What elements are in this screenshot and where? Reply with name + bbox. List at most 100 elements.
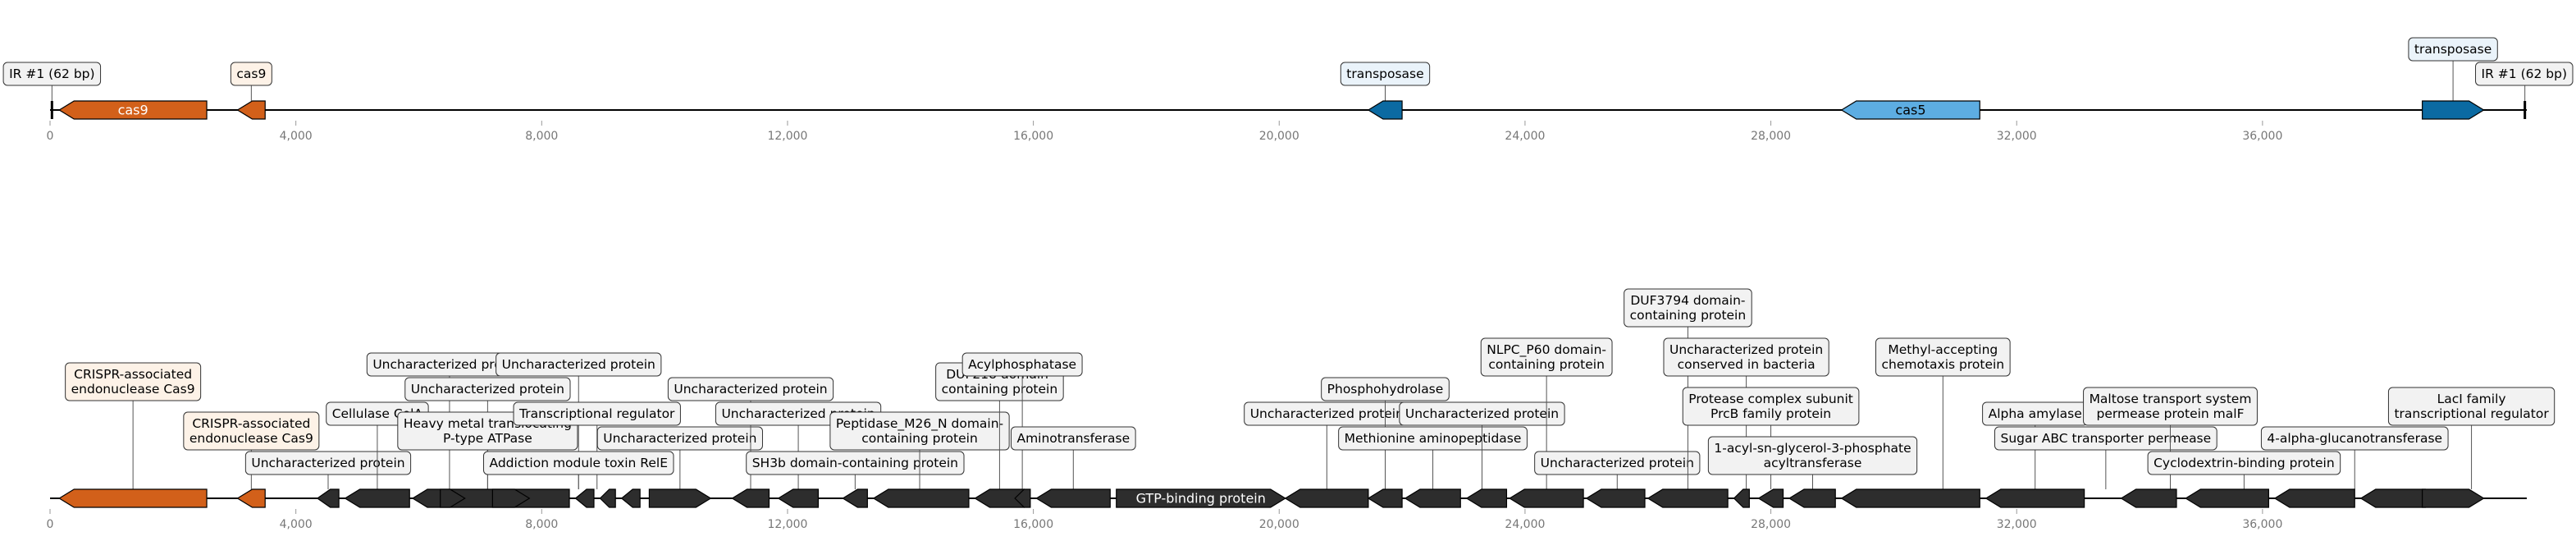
gene-arrow-other[interactable]: [731, 488, 770, 508]
feature-label-box: [230, 62, 272, 86]
gene-arrow-cas9[interactable]: [236, 488, 266, 508]
gene-arrow-other[interactable]: [2120, 488, 2177, 508]
feature-label-text: Transcriptional regulator: [518, 406, 675, 421]
axis-tick-label: 24,000: [1505, 130, 1545, 143]
feature-label-text: cas9: [236, 66, 266, 81]
feature-label-text: Uncharacterized protein: [1250, 406, 1404, 421]
feature-label-text: Uncharacterized protein: [674, 382, 827, 397]
gene-arrow-other[interactable]: [411, 488, 570, 508]
feature-label-text: Aminotransferase: [1016, 431, 1130, 446]
gene-arrow-other[interactable]: [1840, 488, 1980, 508]
axis-tick-label: 4,000: [280, 130, 313, 143]
feature-label: transposase: [2408, 37, 2498, 62]
axis-tick-label: 16,000: [1013, 130, 1053, 143]
axis-tick-label: 16,000: [1013, 518, 1053, 531]
axis-tick-label: 12,000: [767, 518, 807, 531]
axis-tick-label: 20,000: [1259, 518, 1299, 531]
feature-label-text: transposase: [2414, 42, 2492, 57]
gene-arrow-cas5[interactable]: [1840, 100, 1980, 120]
gene-arrow-other[interactable]: [1733, 488, 1750, 508]
feature-label-box: [2408, 37, 2498, 62]
gene-arrow-other[interactable]: [316, 488, 340, 508]
gene-arrow-other[interactable]: [491, 488, 531, 508]
feature-label: Uncharacterized protein: [1244, 401, 1410, 426]
gene-arrow-other[interactable]: [599, 488, 616, 508]
feature-label-text: Uncharacterized protein: [603, 431, 756, 446]
feature-label: Uncharacterized protein: [244, 451, 412, 475]
feature-label-text: Acylphosphatase: [968, 357, 1076, 372]
gene-arrow-other[interactable]: [1014, 488, 1031, 508]
gene-arrow-other[interactable]: [1284, 488, 1369, 508]
gene-arrow-cas9[interactable]: [236, 100, 266, 120]
gene-arrow-other[interactable]: [872, 488, 970, 508]
feature-label-box: [244, 451, 412, 475]
gene-arrow-transposase[interactable]: [1367, 100, 1403, 120]
gene-arrow-other[interactable]: [1788, 488, 1836, 508]
feature-label-box: [1340, 62, 1431, 86]
gene-arrow-other[interactable]: [440, 488, 466, 508]
gene-arrow-other[interactable]: [2422, 488, 2485, 508]
feature-label-text: Phosphohydrolase: [1327, 382, 1444, 397]
feature-label-text: Uncharacterized protein: [1405, 406, 1559, 421]
gene-arrow-other[interactable]: [2273, 488, 2355, 508]
gene-arrow-other[interactable]: [2185, 488, 2269, 508]
gene-arrow-other[interactable]: [574, 488, 595, 508]
gene-arrow-other[interactable]: [1585, 488, 1646, 508]
gene-arrow-other[interactable]: [648, 488, 712, 508]
feature-label: Aminotransferase: [1010, 426, 1136, 451]
feature-label-text: Cyclodextrin-binding protein: [2154, 456, 2335, 470]
gene-arrow-cas9[interactable]: [58, 100, 208, 120]
feature-label-text: Uncharacterized protein: [411, 382, 564, 397]
feature-label-box: [1480, 337, 1613, 377]
gene-arrow-other[interactable]: [777, 488, 820, 508]
gene-arrow-other[interactable]: [2359, 488, 2426, 508]
gene-arrow-cas9[interactable]: [58, 488, 208, 508]
feature-label-text: Peptidase_M26_N domain-containing protei…: [836, 416, 1003, 446]
axis-tick-label: 8,000: [525, 130, 558, 143]
gene-arrow-other[interactable]: [1509, 488, 1584, 508]
gene-arrow-other[interactable]: [344, 488, 410, 508]
feature-label-box: [1875, 337, 2011, 377]
axis-tick-label: 4,000: [280, 518, 313, 531]
feature-label: Uncharacterized protein: [404, 377, 571, 401]
gene-arrow-other[interactable]: [1116, 488, 1286, 508]
feature-label-box: [2387, 387, 2555, 426]
gene-arrow-other[interactable]: [1757, 488, 1784, 508]
feature-label-box: [829, 411, 1010, 451]
feature-label-text: SH3b domain-containing protein: [752, 456, 958, 470]
feature-label-text: Uncharacterized protein: [1541, 456, 1694, 470]
feature-label-text: DUF3794 domain-containing protein: [1630, 293, 1747, 323]
feature-label-box: [1707, 436, 1918, 475]
gene-arrow-other[interactable]: [1367, 488, 1403, 508]
gene-arrow-other[interactable]: [842, 488, 868, 508]
feature-label-box: [1338, 426, 1528, 451]
feature-label: Uncharacterized protein: [667, 377, 834, 401]
axis-tick-label: 32,000: [1997, 130, 2037, 143]
gene-arrow-other[interactable]: [620, 488, 641, 508]
gene-arrow-other[interactable]: [1465, 488, 1508, 508]
gene-inline-label: GTP-binding protein: [1136, 491, 1266, 507]
feature-label-box: [596, 426, 763, 451]
gene-arrow-other[interactable]: [1404, 488, 1461, 508]
feature-label-box: [496, 352, 662, 377]
feature-layer: GTP-binding protein: [58, 488, 2485, 508]
gene-arrow-other[interactable]: [1035, 488, 1111, 508]
feature-label-text: Uncharacterized protein: [502, 357, 655, 372]
gene-arrow-other[interactable]: [1647, 488, 1729, 508]
feature-label-text: 4-alpha-glucanotransferase: [2267, 431, 2442, 446]
gene-arrow-transposase[interactable]: [2422, 100, 2485, 120]
feature-label-box: [1994, 426, 2217, 451]
gene-arrow-other[interactable]: [1985, 488, 2085, 508]
feature-label: cas9: [230, 62, 272, 86]
